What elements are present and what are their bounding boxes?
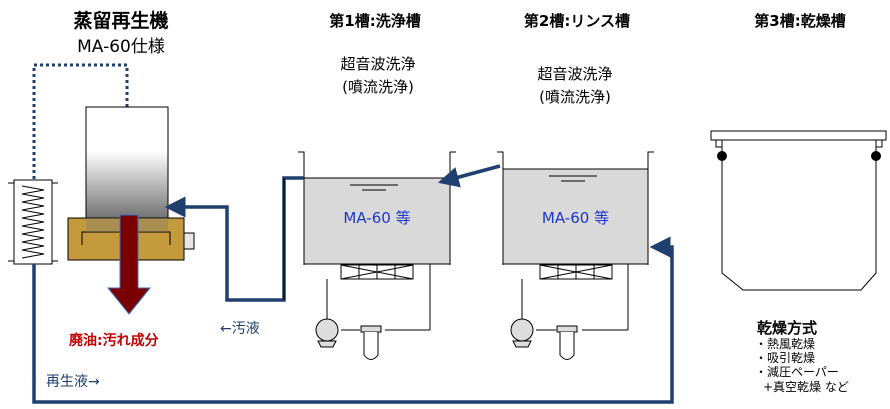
regen-liquid-label: 再生液→ (46, 374, 100, 390)
tank1-liquid-label: MA-60 等 (343, 209, 411, 227)
drying-item: ・吸引乾燥 (755, 351, 816, 365)
still-unit (67, 106, 195, 261)
tank2-method-line2: (噴流洗浄) (539, 88, 611, 106)
dirty-liquid-label: ←汚液 (220, 321, 260, 337)
drying-item: ・減圧ペーパー (755, 365, 839, 379)
pipe-tank2-to-tank1 (437, 164, 501, 188)
tank2-pump-filter (510, 264, 629, 360)
still-title: 蒸留再生機 (73, 10, 169, 32)
tank3-vessel (710, 130, 887, 291)
drying-item: +真空乾燥 など (763, 380, 849, 394)
tank2-header: 第2槽:リンス槽 (523, 12, 631, 30)
condenser (8, 179, 58, 265)
pipe-tank1-to-still (164, 176, 304, 302)
pipe-regen-to-tank2 (32, 236, 674, 404)
still-subtitle: MA-60仕様 (77, 37, 165, 57)
waste-oil-label: 廃油:汚れ成分 (69, 333, 159, 349)
tank1-method-line1: 超音波洗浄 (340, 55, 416, 73)
tank2-liquid-label: MA-60 等 (541, 209, 610, 227)
tank2-vessel (497, 151, 654, 280)
vapor-line (32, 63, 129, 180)
tank1-header: 第1槽:洗浄槽 (329, 12, 421, 30)
tank1-pump-filter (315, 264, 431, 360)
waste-oil-arrow (106, 214, 152, 315)
drying-title: 乾燥方式 (757, 319, 818, 337)
drying-item: ・熱風乾燥 (755, 337, 816, 351)
tank2-method-line1: 超音波洗浄 (537, 65, 613, 83)
tank1-vessel (298, 151, 456, 280)
tank3-header: 第3槽:乾燥槽 (754, 12, 846, 30)
tank1-method-line2: (噴流洗浄) (342, 78, 414, 96)
